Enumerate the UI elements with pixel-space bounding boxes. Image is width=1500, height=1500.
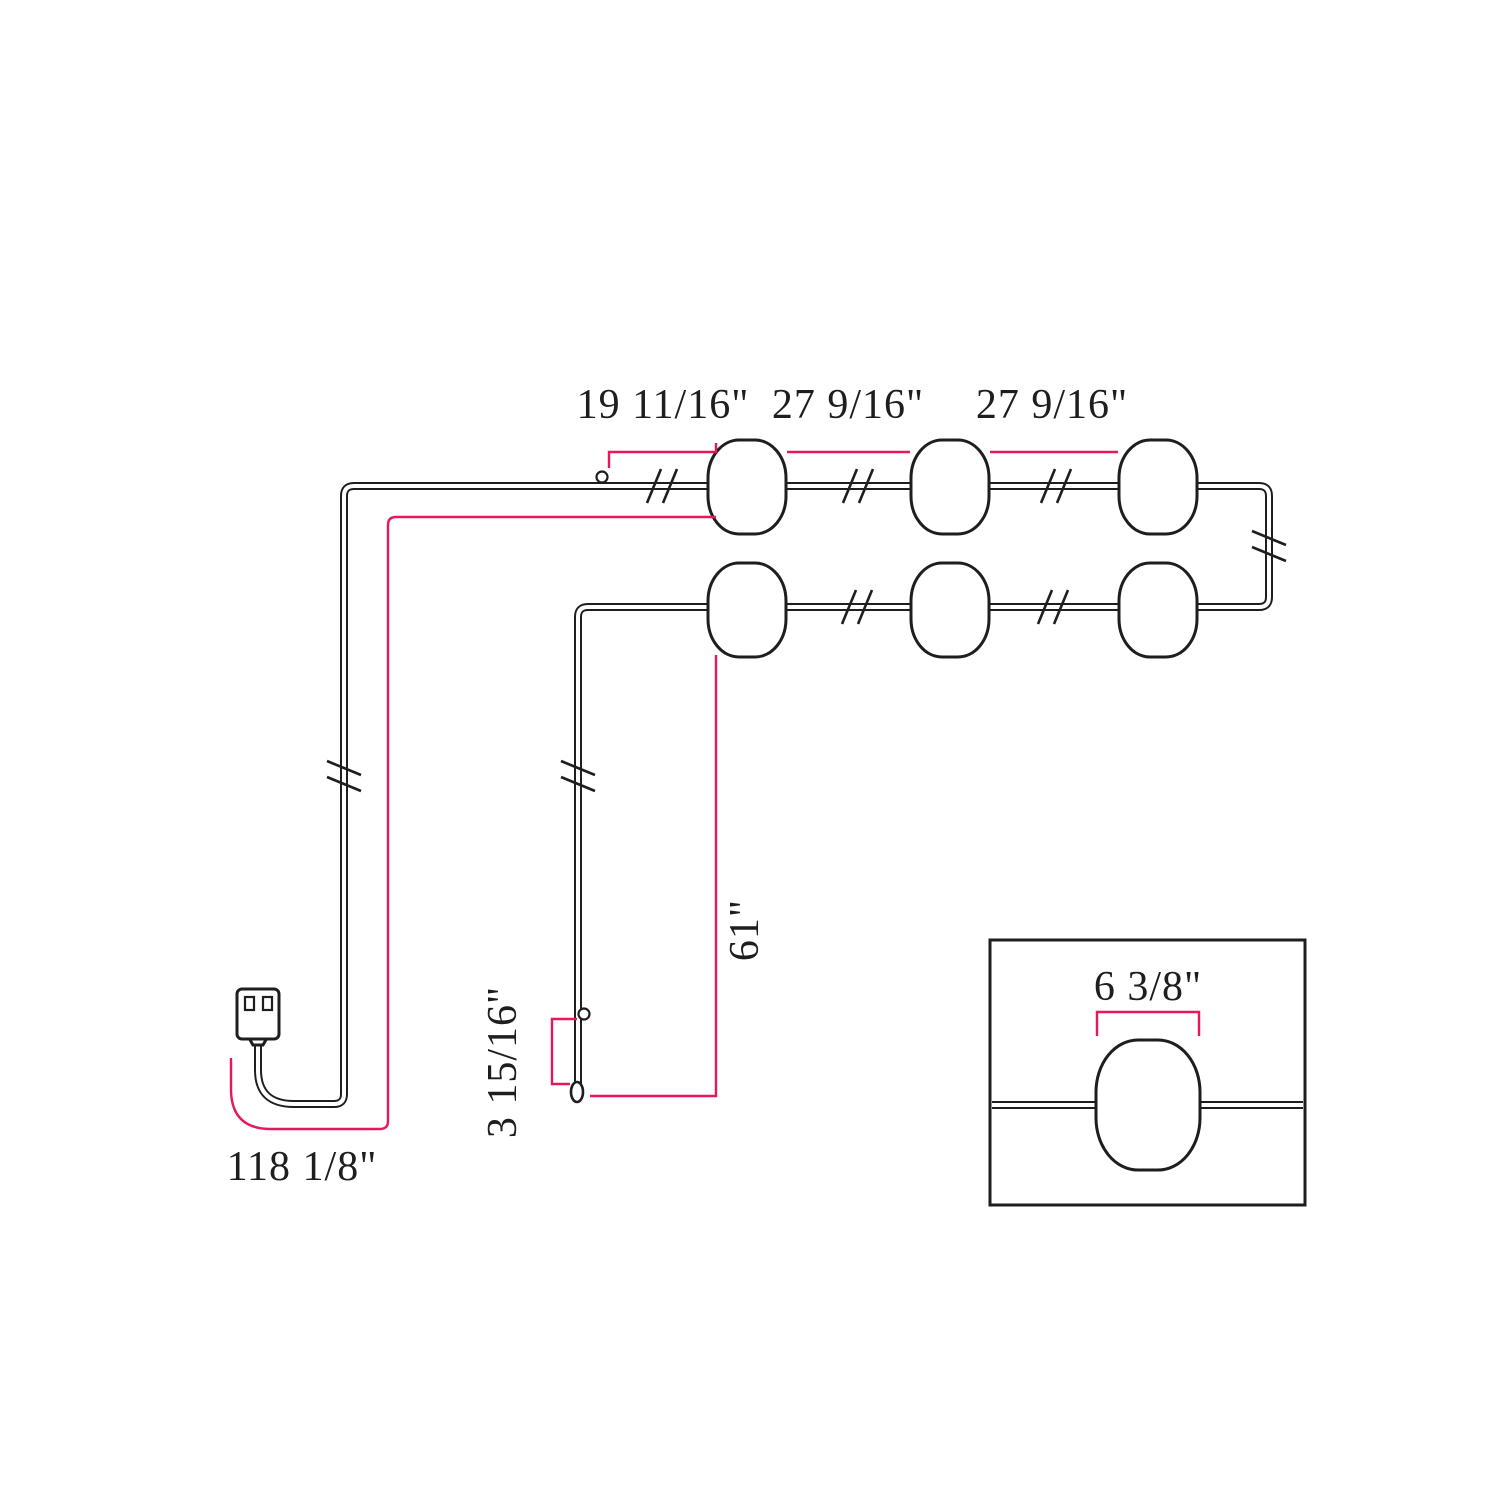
dimension-label-drop-length: 61": [722, 899, 768, 961]
lamp-bottom-2: [909, 561, 991, 659]
inset-lamp: [1094, 1038, 1202, 1172]
mount-eyelet-top: [595, 470, 609, 484]
dimension-label-end-offset: 3 15/16": [480, 986, 526, 1138]
dimension-line-shade-width: [1095, 1010, 1201, 1036]
dimension-label-segment-3: 27 9/16": [976, 382, 1128, 428]
dimension-label-cord-length: 118 1/8": [227, 1144, 378, 1190]
cord-end-cap: [569, 1080, 585, 1104]
supply-cord: [254, 482, 1273, 1108]
dimension-label-shade-width: 6 3/8": [1094, 964, 1202, 1010]
dimension-label-segment-2: 27 9/16": [772, 382, 924, 428]
detail-inset: [988, 938, 1307, 1207]
lamp-bottom-1: [706, 561, 788, 659]
plug-prong-slot-right: [261, 995, 274, 1012]
plug-prong-slot-left: [243, 995, 256, 1012]
lamp-top-2: [909, 438, 991, 536]
lamp-top-1: [706, 438, 788, 536]
dimension-line-end-offset: [550, 1017, 577, 1086]
mount-eyelet-bottom: [577, 1007, 591, 1021]
dimension-line-drop-length: [590, 655, 718, 1098]
dimension-line-cord-length: [229, 515, 716, 1131]
dimension-line-segment-1: [607, 443, 718, 468]
lamp-bottom-3: [1117, 561, 1199, 659]
power-plug: [235, 987, 281, 1047]
lamp-top-3: [1117, 438, 1199, 536]
dimension-label-segment-1: 19 11/16": [577, 382, 750, 428]
